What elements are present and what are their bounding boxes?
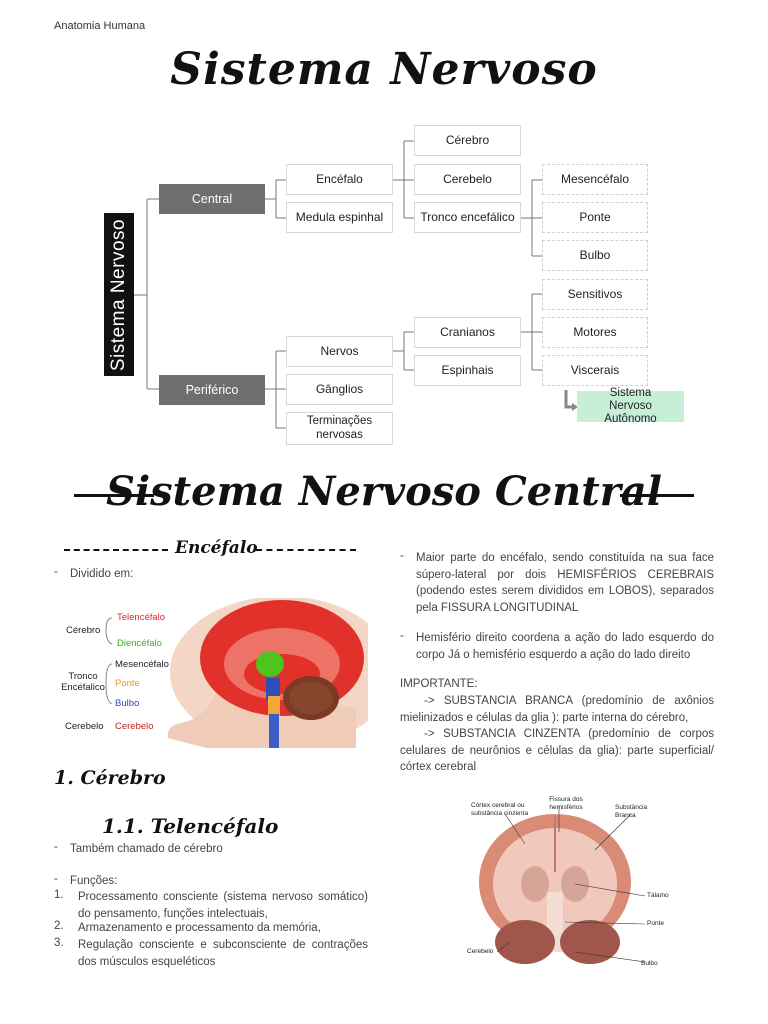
hemisferio-text: Hemisfério direito coordena a ação do la… bbox=[416, 632, 714, 661]
node-central: Central bbox=[159, 184, 265, 214]
sec-label-fissura: Fissura dos hemisférios bbox=[549, 796, 583, 811]
sec-label-bulbo: Bulbo bbox=[641, 960, 658, 967]
node-cerebro: Cérebro bbox=[414, 125, 521, 156]
substancia-cinzenta-text: -> SUBSTANCIA CINZENTA (predomínio de co… bbox=[400, 728, 714, 773]
funcao-1: Processamento consciente (sistema nervos… bbox=[78, 891, 368, 920]
funcao-2: Armazenamento e processamento da memória… bbox=[78, 922, 321, 934]
node-sensitivos: Sensitivos bbox=[542, 279, 648, 310]
sub-rule-left bbox=[64, 549, 168, 551]
node-encefalo: Encéfalo bbox=[286, 164, 393, 195]
page-header: Anatomia Humana bbox=[54, 20, 146, 32]
node-bulbo: Bulbo bbox=[542, 240, 648, 271]
sec-label-branca: Substância Branca bbox=[615, 804, 648, 819]
bullet-dash: - bbox=[54, 566, 58, 578]
page-title: Sistema Nervoso bbox=[170, 44, 598, 95]
sec-label-talamo: Tálamo bbox=[647, 892, 669, 899]
node-nervos: Nervos bbox=[286, 336, 393, 367]
important-label: IMPORTANTE: bbox=[400, 678, 478, 690]
title-rule-right bbox=[620, 494, 694, 497]
brain-fig-brackets bbox=[105, 617, 113, 705]
node-mesencefalo: Mesencéfalo bbox=[542, 164, 648, 195]
fig-label-diencefalo: Diencéfalo bbox=[117, 638, 162, 649]
bullet-dash: - bbox=[54, 873, 58, 885]
fig-label-cerebelo: Cerebelo bbox=[65, 721, 104, 732]
node-viscerais: Viscerais bbox=[542, 355, 648, 386]
node-espinhais: Espinhais bbox=[414, 355, 521, 386]
fig-label-tronco: Tronco Encéfalico bbox=[61, 671, 105, 693]
funcao-3: Regulação consciente e subconsciente de … bbox=[78, 939, 368, 968]
cerebro-heading: 1. Cérebro bbox=[54, 767, 166, 789]
diagram-connectors bbox=[134, 140, 578, 429]
num-3: 3. bbox=[54, 937, 64, 949]
tele-funcoes: Funções: bbox=[70, 875, 118, 887]
bullet-dash: - bbox=[400, 630, 404, 642]
node-autonomo: Sistema Nervoso Autônomo bbox=[577, 387, 684, 425]
sec-label-cortex: Córtex cerebral ou substância cinzenta bbox=[471, 802, 529, 817]
num-2: 2. bbox=[54, 920, 64, 932]
title-rule-left bbox=[74, 494, 154, 497]
node-tronco: Tronco encefálico bbox=[414, 202, 521, 233]
brain-section-figure: Córtex cerebral ou substância cinzenta F… bbox=[455, 792, 695, 972]
node-medula: Medula espinhal bbox=[286, 202, 393, 233]
node-motores: Motores bbox=[542, 317, 648, 348]
sec-label-ponte: Ponte bbox=[647, 920, 664, 927]
sec-label-cerebelo: Cerebelo bbox=[467, 948, 494, 955]
divided-in-text: Dividido em: bbox=[70, 568, 134, 580]
fig-label-ponte: Ponte bbox=[115, 678, 140, 689]
brain-illustration bbox=[167, 598, 368, 748]
fig-label-mesencefalo: Mesencéfalo bbox=[115, 659, 169, 670]
fig-label-bulbo: Bulbo bbox=[115, 698, 140, 709]
section-title: Sistema Nervoso Central bbox=[106, 468, 662, 515]
brain-section-illustration bbox=[479, 806, 646, 964]
tele-chamado: Também chamado de cérebro bbox=[70, 843, 223, 855]
diagram-root: Sistema Nervoso bbox=[104, 213, 134, 376]
num-1: 1. bbox=[54, 889, 64, 901]
fig-label-cerebro: Cérebro bbox=[66, 625, 101, 636]
fig-label-cerebelo-red: Cerebelo bbox=[115, 721, 154, 732]
cerebro-description: Maior parte do encéfalo, sendo constituí… bbox=[416, 552, 714, 614]
telencefalo-heading: 1.1. Telencéfalo bbox=[102, 814, 279, 838]
fig-label-telencefalo: Telencéfalo bbox=[117, 612, 166, 623]
substancia-branca-text: -> SUBSTANCIA BRANCA (predomínio de axôn… bbox=[400, 695, 714, 724]
node-periferico: Periférico bbox=[159, 375, 265, 405]
brain-figure: Cérebro Telencéfalo Diencéfalo Tronco En… bbox=[56, 598, 368, 748]
sub-rule-right bbox=[256, 549, 356, 551]
node-cerebelo: Cerebelo bbox=[414, 164, 521, 195]
bullet-dash: - bbox=[54, 841, 58, 853]
node-cranianos: Cranianos bbox=[414, 317, 521, 348]
encefalo-heading: Encéfalo bbox=[175, 538, 258, 558]
node-terminacoes: Terminações nervosas bbox=[286, 412, 393, 445]
node-ganglios: Gânglios bbox=[286, 374, 393, 405]
bullet-dash: - bbox=[400, 550, 404, 562]
node-ponte: Ponte bbox=[542, 202, 648, 233]
